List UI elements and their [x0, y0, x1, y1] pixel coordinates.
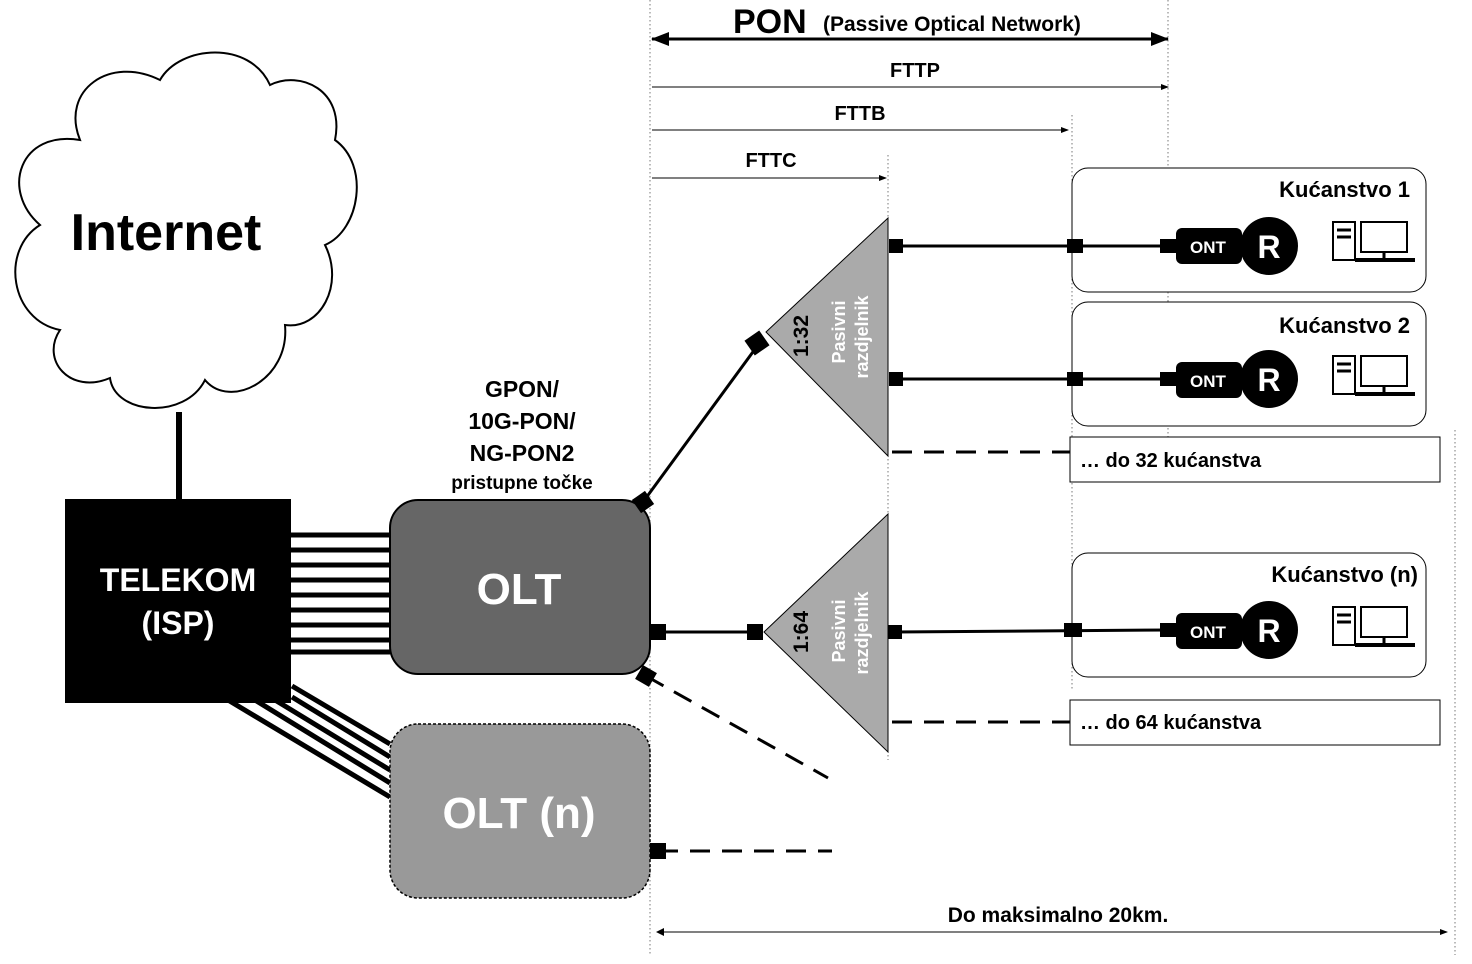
isp-box: TELEKOM (ISP) [65, 499, 291, 703]
internet-cloud: Internet [14, 51, 358, 409]
splitter-1: 1:32 Pasivni razdjelnik [765, 216, 889, 458]
fttc-range: FTTC [652, 150, 887, 181]
svg-text:Do maksimalno 20km.: Do maksimalno 20km. [948, 904, 1169, 927]
ont-device [1176, 613, 1242, 649]
svg-text:R: R [1257, 229, 1280, 265]
olt-fibers [641, 344, 832, 853]
splitter-2-ratio: 1:64 [790, 611, 813, 653]
splitter-2: 1:64 Pasivni razdjelnik [763, 512, 889, 754]
svg-text:razdjelnik: razdjelnik [852, 294, 872, 378]
olt-box: OLT [389, 499, 651, 675]
svg-text:… do 32 kućanstva: … do 32 kućanstva [1080, 450, 1262, 472]
svg-text:TELEKOM: TELEKOM [100, 562, 256, 598]
svg-text:Kućanstvo 2: Kućanstvo 2 [1279, 313, 1410, 338]
svg-text:ONT: ONT [1190, 623, 1227, 642]
svg-text:FTTC: FTTC [745, 150, 796, 172]
svg-text:ONT: ONT [1190, 238, 1227, 257]
svg-text:R: R [1257, 613, 1280, 649]
svg-text:Kućanstvo 1: Kućanstvo 1 [1279, 177, 1410, 202]
router-icon [1240, 601, 1298, 659]
svg-text:FTTB: FTTB [834, 103, 885, 125]
svg-text:Kućanstvo (n): Kućanstvo (n) [1271, 562, 1418, 587]
svg-text:Pasivni: Pasivni [829, 300, 849, 363]
svg-text:(ISP): (ISP) [142, 605, 215, 641]
ont-device [1176, 228, 1242, 264]
svg-text:Pasivni: Pasivni [829, 599, 849, 662]
isp-oltn-fiber-bundle [226, 683, 392, 800]
pon-header: PON (Passive Optical Network) [651, 3, 1169, 46]
svg-text:razdjelnik: razdjelnik [852, 590, 872, 674]
ont-device [1176, 362, 1242, 398]
svg-text:R: R [1257, 362, 1280, 398]
svg-text:10G-PON/: 10G-PON/ [468, 408, 576, 434]
svg-text:OLT: OLT [477, 565, 562, 614]
fttp-range: FTTP [652, 60, 1169, 90]
router-icon [1240, 217, 1298, 275]
distance-indicator: Do maksimalno 20km. [656, 904, 1448, 936]
router-icon [1240, 350, 1298, 408]
svg-text:ONT: ONT [1190, 372, 1227, 391]
svg-text:… do 64 kućanstva: … do 64 kućanstva [1080, 712, 1262, 734]
olt-ports [631, 330, 770, 859]
isp-olt-fiber-bundle [290, 532, 390, 655]
more-households-64: … do 64 kućanstva [892, 699, 1441, 746]
internet-label: Internet [71, 204, 262, 262]
more-households-32: … do 32 kućanstva [892, 436, 1441, 483]
drop-ports [888, 239, 1176, 639]
equipment-2: ONT R [1176, 350, 1417, 408]
pon-subtitle: (Passive Optical Network) [823, 13, 1081, 36]
svg-text:FTTP: FTTP [890, 60, 940, 82]
splitter-1-ratio: 1:32 [790, 315, 813, 357]
equipment-n: ONT R [1176, 601, 1417, 659]
fttb-range: FTTB [652, 103, 1069, 133]
svg-text:NG-PON2: NG-PON2 [470, 440, 575, 466]
svg-text:OLT (n): OLT (n) [442, 789, 595, 838]
olt-caption: GPON/ 10G-PON/ NG-PON2 pristupne točke [451, 376, 592, 494]
pon-title: PON [733, 3, 807, 41]
svg-text:GPON/: GPON/ [485, 376, 560, 402]
svg-text:pristupne točke: pristupne točke [451, 473, 592, 494]
olt-n-box: OLT (n) [389, 723, 651, 899]
drop-fibers [894, 244, 1169, 634]
equipment-1: ONT R [1176, 217, 1417, 275]
